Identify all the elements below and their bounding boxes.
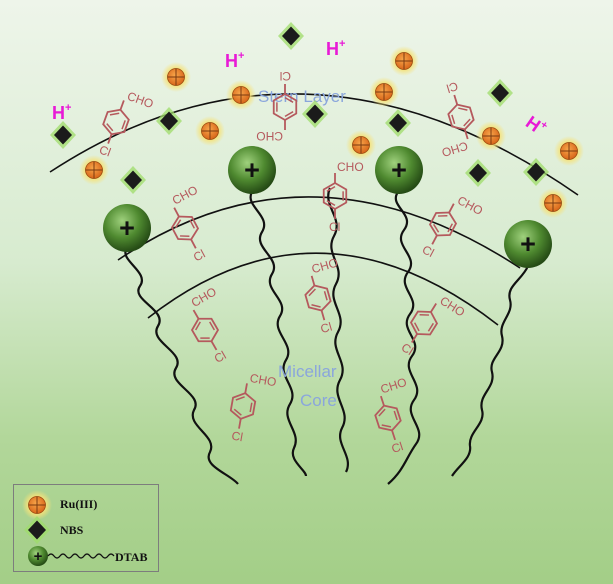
- surfactant-tails: [124, 187, 530, 485]
- cl-label: Cl: [445, 79, 460, 96]
- cl-label: Cl: [191, 247, 208, 265]
- cl-label: Cl: [97, 143, 112, 160]
- chlorobenzaldehyde-molecule: CHO Cl: [304, 255, 339, 337]
- surfactant-tail: [124, 247, 239, 485]
- legend-dtab-label: DTAB: [115, 550, 148, 564]
- nbs-molecule: [50, 121, 76, 149]
- surfactant-tail: [451, 265, 530, 477]
- chlorobenzaldehyde-molecule: CHO Cl: [322, 160, 364, 234]
- nbs-molecule: [465, 159, 491, 187]
- ru-iii-ion: [160, 61, 192, 93]
- dtab-head: +: [103, 204, 151, 252]
- nbs-molecule: [385, 109, 411, 137]
- svg-text:+: +: [34, 548, 43, 565]
- surfactant-tail: [387, 191, 421, 485]
- cho-label: CHO: [337, 160, 364, 174]
- svg-text:+: +: [520, 229, 536, 259]
- cl-label: Cl: [212, 348, 229, 366]
- chlorobenzaldehyde-molecule: CHO Cl: [229, 371, 278, 445]
- nbs-molecule: [120, 166, 146, 194]
- micelle-surface-arc: [117, 196, 521, 269]
- dtab-head: +: [375, 146, 423, 194]
- stern-layer-label: Stern Layer: [258, 87, 346, 106]
- legend-box: [13, 484, 159, 572]
- micellar-core-label-1: Micellar: [278, 362, 337, 381]
- cl-label: Cl: [329, 220, 340, 234]
- cho-label: CHO: [170, 183, 200, 208]
- svg-text:+: +: [391, 155, 407, 185]
- nbs-molecule: [278, 22, 304, 50]
- ru-iii-ion: [388, 45, 420, 77]
- cl-label: Cl: [230, 429, 244, 445]
- legend-ru-label: Ru(III): [60, 497, 98, 511]
- ru-iii-ion: [78, 154, 110, 186]
- cho-label: CHO: [437, 294, 467, 320]
- chlorobenzaldehyde-molecule: CHO Cl: [256, 69, 298, 143]
- ru-iii-ion: [475, 120, 507, 152]
- cl-label: Cl: [319, 320, 334, 337]
- svg-text:+: +: [244, 155, 260, 185]
- cho-label: CHO: [249, 371, 278, 389]
- ru-iii-ion: [194, 115, 226, 147]
- proton-label: H+: [326, 38, 345, 59]
- dtab-head: +: [228, 146, 276, 194]
- cho-label: CHO: [455, 193, 485, 218]
- dtab-head: +: [504, 220, 552, 268]
- cl-label: Cl: [390, 439, 405, 456]
- svg-text:+: +: [119, 213, 135, 243]
- surfactant-tail: [327, 187, 349, 473]
- dtab-heads: + + + +: [103, 146, 552, 268]
- ru-iii-ion: [553, 135, 585, 167]
- legend-dtab-tail: [47, 553, 115, 559]
- cho-label: CHO: [125, 89, 155, 111]
- micellar-core-boundary: [147, 252, 499, 326]
- cho-label: CHO: [256, 129, 283, 143]
- proton-label: H+: [52, 102, 71, 123]
- cho-label: CHO: [310, 255, 339, 276]
- cl-label: Cl: [420, 242, 437, 260]
- ru-iii-ion: [368, 76, 400, 108]
- cl-label: Cl: [280, 69, 291, 83]
- legend-nbs-label: NBS: [60, 523, 84, 537]
- chlorobenzaldehyde-molecule: CHO Cl: [97, 89, 155, 160]
- cho-label: CHO: [379, 375, 409, 397]
- proton-label: H+: [522, 111, 550, 139]
- micellar-core-label-2: Core: [300, 391, 337, 410]
- surfactant-tail: [249, 191, 308, 477]
- chlorobenzaldehyde-molecule: CHO Cl: [170, 183, 208, 265]
- legend-dtab-icon: +: [28, 546, 48, 566]
- nbs-molecule: [487, 79, 513, 107]
- cho-label: CHO: [440, 139, 470, 160]
- ru-iii-ion: [225, 79, 257, 111]
- proton-label: H+: [225, 50, 244, 71]
- chlorobenzaldehyde-molecule: CHO Cl: [420, 193, 485, 260]
- ru-iii-ion: [537, 187, 569, 219]
- ru-iii-ion: [345, 129, 377, 161]
